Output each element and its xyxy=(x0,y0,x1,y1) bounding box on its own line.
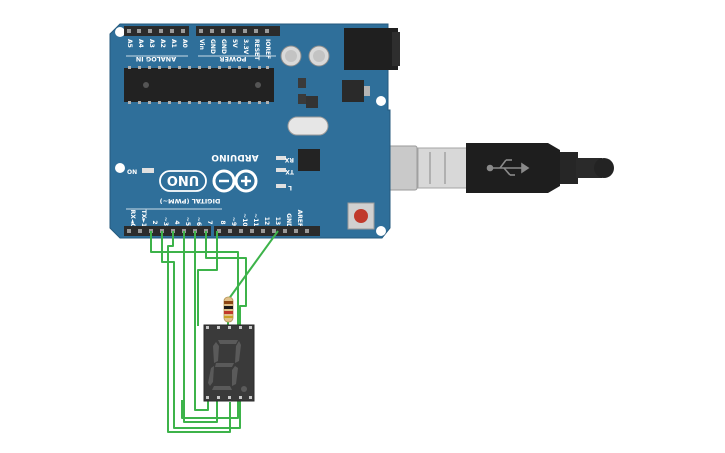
power-pin-label: 3.3V xyxy=(242,39,249,55)
power-pin-label: 5V xyxy=(231,39,238,48)
digital-header-high[interactable] xyxy=(214,226,320,236)
analog-pin-label: A0 xyxy=(181,39,188,48)
analog-header[interactable] xyxy=(124,26,189,36)
wire-pin8[interactable] xyxy=(197,231,218,326)
on-label: ON xyxy=(127,169,137,176)
wire-pin6[interactable] xyxy=(194,231,209,411)
digital-pin-label: 4 xyxy=(173,220,180,224)
power-pin-label: RESET xyxy=(253,39,260,61)
digital-pin-label: ~9 xyxy=(230,217,237,226)
digital-pin-label: 7 xyxy=(206,220,213,224)
wire-pin3[interactable] xyxy=(161,231,241,429)
mounting-hole xyxy=(115,163,125,173)
power-pin-label: IOREF xyxy=(264,39,271,59)
digital-pin-label: 8 xyxy=(219,220,226,224)
usb-controller-chip xyxy=(298,149,320,171)
wire-pin7[interactable] xyxy=(205,231,247,326)
wire-pin5[interactable] xyxy=(183,231,218,423)
wire-gnd[interactable] xyxy=(227,230,279,301)
segment-c xyxy=(232,366,238,386)
digital-pin-label: ~10 xyxy=(241,213,248,226)
digital-pin-label: ~3 xyxy=(162,217,169,226)
reset-button[interactable] xyxy=(347,202,375,230)
digital-pin-label: TX►1 xyxy=(140,210,147,228)
power-pin-labels: Vin GND GND 5V 3.3V RESET IOREF xyxy=(198,39,271,61)
digital-pin-label: GND xyxy=(285,213,292,228)
segment-f xyxy=(213,342,219,363)
digital-pin-label: ~11 xyxy=(252,213,259,226)
resistor[interactable] xyxy=(223,296,234,323)
power-header[interactable] xyxy=(196,26,280,36)
crystal-oscillator xyxy=(287,116,329,136)
rx-label: RX xyxy=(284,156,294,163)
segment-a xyxy=(218,340,238,344)
segment-dp xyxy=(241,386,247,392)
mounting-hole xyxy=(115,27,125,37)
mounting-hole xyxy=(376,96,386,106)
analog-header-label: ANALOG IN xyxy=(136,55,176,63)
model-badge xyxy=(159,170,207,192)
analog-pin-label: A3 xyxy=(148,39,155,48)
digital-pin-label: AREF xyxy=(296,210,303,227)
digital-pin-label: ~5 xyxy=(184,217,191,226)
power-header-label: POWER xyxy=(220,55,247,63)
segment-b xyxy=(235,341,241,363)
tx-led xyxy=(276,168,286,172)
digital-pin-labels: RX◄0 TX►1 2 ~3 4 ~5 ~6 7 8 ~9 ~10 ~11 12 13 GND AREF xyxy=(129,210,303,229)
wire-pin4[interactable] xyxy=(167,231,231,433)
model-label: UNO xyxy=(167,172,200,187)
analog-pin-label: A5 xyxy=(126,39,133,48)
digital-pin-label: RX◄0 xyxy=(129,210,136,228)
power-pin-label: Vin xyxy=(198,39,205,50)
l-label: L xyxy=(288,184,292,191)
digital-pin-label: 12 xyxy=(263,217,270,225)
brand-label: ARDUINO xyxy=(211,152,259,162)
analog-pin-label: A4 xyxy=(137,39,144,48)
power-pin-label: GND xyxy=(209,39,216,54)
analog-pin-label: A2 xyxy=(159,39,166,48)
power-jack[interactable] xyxy=(344,28,398,70)
voltage-regulator xyxy=(342,80,364,102)
usb-cable-end xyxy=(594,158,614,178)
analog-pin-labels: A5 A4 A3 A2 A1 A0 xyxy=(126,39,188,48)
analog-pin-label: A1 xyxy=(170,39,177,48)
segment-e xyxy=(208,366,214,386)
on-led xyxy=(142,168,154,173)
power-pin-label: GND xyxy=(220,39,227,54)
digital-pin-label: 13 xyxy=(274,217,281,225)
segment-d xyxy=(212,386,232,390)
usb-icon xyxy=(486,159,530,176)
digital-header-low[interactable] xyxy=(124,226,211,236)
jumper-wires[interactable] xyxy=(150,230,279,433)
l-led xyxy=(276,184,286,188)
digit-segments xyxy=(208,340,247,392)
tx-label: TX xyxy=(285,168,294,175)
segment-g xyxy=(215,363,234,367)
usb-strain-relief xyxy=(560,152,578,184)
digital-header-label: DIGITAL (PWM~) xyxy=(160,197,221,205)
arduino-logo-icon xyxy=(212,169,258,193)
seven-segment-display[interactable] xyxy=(203,324,255,402)
digital-pin-label: ~6 xyxy=(195,217,202,226)
mounting-hole xyxy=(376,226,386,236)
rx-led xyxy=(276,156,286,160)
digital-pin-label: 2 xyxy=(151,220,158,224)
